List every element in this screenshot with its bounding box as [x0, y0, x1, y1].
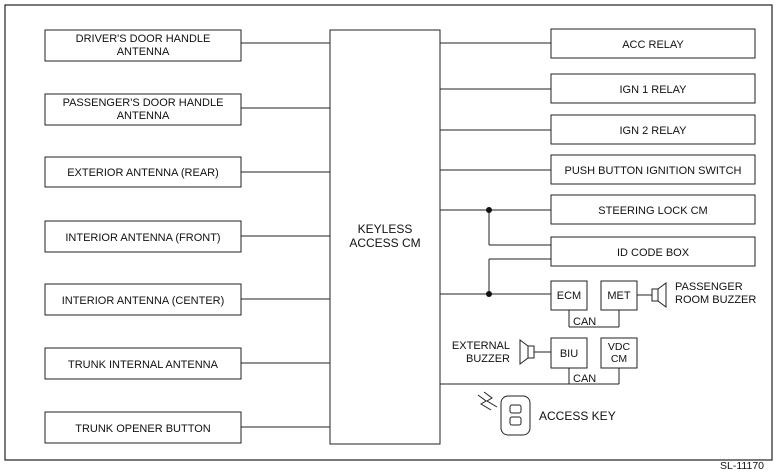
can-bus-lower: CAN — [440, 368, 620, 385]
biu-label: BIU — [560, 348, 578, 360]
access-key-label: ACCESS KEY — [539, 409, 616, 423]
right-component-ign2-relay: IGN 2 RELAY — [440, 114, 756, 145]
external-buzzer-label-line1: EXTERNAL — [452, 340, 510, 352]
id-code-box-label: ID CODE BOX — [617, 247, 690, 259]
ign1-relay-label: IGN 1 RELAY — [619, 84, 687, 96]
left-component-trunk-internal-antenna: TRUNK INTERNAL ANTENNA — [44, 347, 330, 380]
exterior-antenna-rear-label: EXTERIOR ANTENNA (REAR) — [67, 167, 219, 179]
can-label-lower: CAN — [573, 373, 596, 385]
external-buzzer: EXTERNAL BUZZER — [452, 339, 551, 365]
signal-icon — [477, 394, 492, 411]
vdc-cm-module: VDC CM — [600, 337, 638, 369]
trunk-opener-button-label: TRUNK OPENER BUTTON — [75, 423, 211, 435]
driver-door-antenna-label-line1: DRIVER'S DOOR HANDLE — [76, 33, 211, 45]
key-fob-icon — [500, 395, 531, 436]
right-component-steering-lock-cm: STEERING LOCK CM — [440, 194, 756, 225]
passenger-door-antenna-label-line2: ANTENNA — [117, 110, 170, 122]
ign2-relay-label: IGN 2 RELAY — [619, 125, 687, 137]
ecm-module: ECM — [550, 280, 588, 311]
interior-antenna-front-label: INTERIOR ANTENNA (FRONT) — [65, 232, 220, 244]
vdc-cm-label-line1: VDC — [608, 341, 631, 353]
signal-icon-2 — [483, 391, 498, 408]
keyless-access-cm-box — [329, 29, 441, 445]
steering-lock-cm-label: STEERING LOCK CM — [598, 205, 707, 217]
biu-module: BIU — [550, 337, 588, 369]
buzzer-icon — [527, 345, 535, 359]
passenger-door-antenna-label-line1: PASSENGER'S DOOR HANDLE — [63, 97, 224, 109]
met-label: MET — [607, 290, 631, 302]
speaker-icon — [657, 282, 667, 308]
met-module: MET — [600, 280, 638, 311]
passenger-buzzer-label-line1: PASSENGER — [675, 281, 743, 293]
key-fob-button-icon-2 — [509, 416, 522, 426]
right-component-ign1-relay: IGN 1 RELAY — [440, 73, 756, 104]
junction-dot-upper — [486, 207, 492, 213]
driver-door-antenna-label-line2: ANTENNA — [117, 46, 170, 58]
buzzer-icon — [651, 288, 659, 302]
keyless-access-cm-label-line1: KEYLESS — [358, 222, 413, 236]
diagram-frame — [4, 4, 773, 461]
can-bus-upper: CAN — [568, 310, 620, 328]
left-component-driver-door-antenna: DRIVER'S DOOR HANDLE ANTENNA — [44, 29, 330, 62]
passenger-room-buzzer: PASSENGER ROOM BUZZER — [637, 281, 756, 308]
left-component-passenger-door-antenna: PASSENGER'S DOOR HANDLE ANTENNA — [44, 93, 330, 126]
right-component-acc-relay: ACC RELAY — [440, 28, 756, 59]
external-buzzer-label-line2: BUZZER — [466, 353, 510, 365]
left-component-trunk-opener-button: TRUNK OPENER BUTTON — [44, 411, 330, 444]
left-component-interior-antenna-front: INTERIOR ANTENNA (FRONT) — [44, 220, 330, 253]
junction-wiring — [440, 207, 551, 297]
key-fob-button-icon — [509, 404, 522, 414]
right-component-push-button-ignition-switch: PUSH BUTTON IGNITION SWITCH — [440, 154, 756, 185]
speaker-icon — [519, 339, 529, 365]
trunk-internal-antenna-label: TRUNK INTERNAL ANTENNA — [68, 359, 219, 371]
right-component-id-code-box: ID CODE BOX — [550, 236, 756, 267]
junction-dot-lower — [486, 291, 492, 297]
figure-code: SL-11170 — [720, 460, 764, 472]
vdc-cm-label-line2: CM — [611, 353, 627, 365]
passenger-buzzer-label-line2: ROOM BUZZER — [675, 294, 756, 306]
can-label-upper: CAN — [573, 316, 596, 328]
access-key: ACCESS KEY — [477, 391, 616, 436]
acc-relay-label: ACC RELAY — [622, 39, 684, 51]
left-component-interior-antenna-center: INTERIOR ANTENNA (CENTER) — [44, 283, 330, 316]
left-component-exterior-antenna-rear: EXTERIOR ANTENNA (REAR) — [44, 156, 330, 188]
interior-antenna-center-label: INTERIOR ANTENNA (CENTER) — [62, 295, 225, 307]
ecm-label: ECM — [557, 290, 581, 302]
push-button-ignition-switch-label: PUSH BUTTON IGNITION SWITCH — [564, 165, 741, 177]
keyless-access-cm-label-line2: ACCESS CM — [349, 236, 420, 250]
